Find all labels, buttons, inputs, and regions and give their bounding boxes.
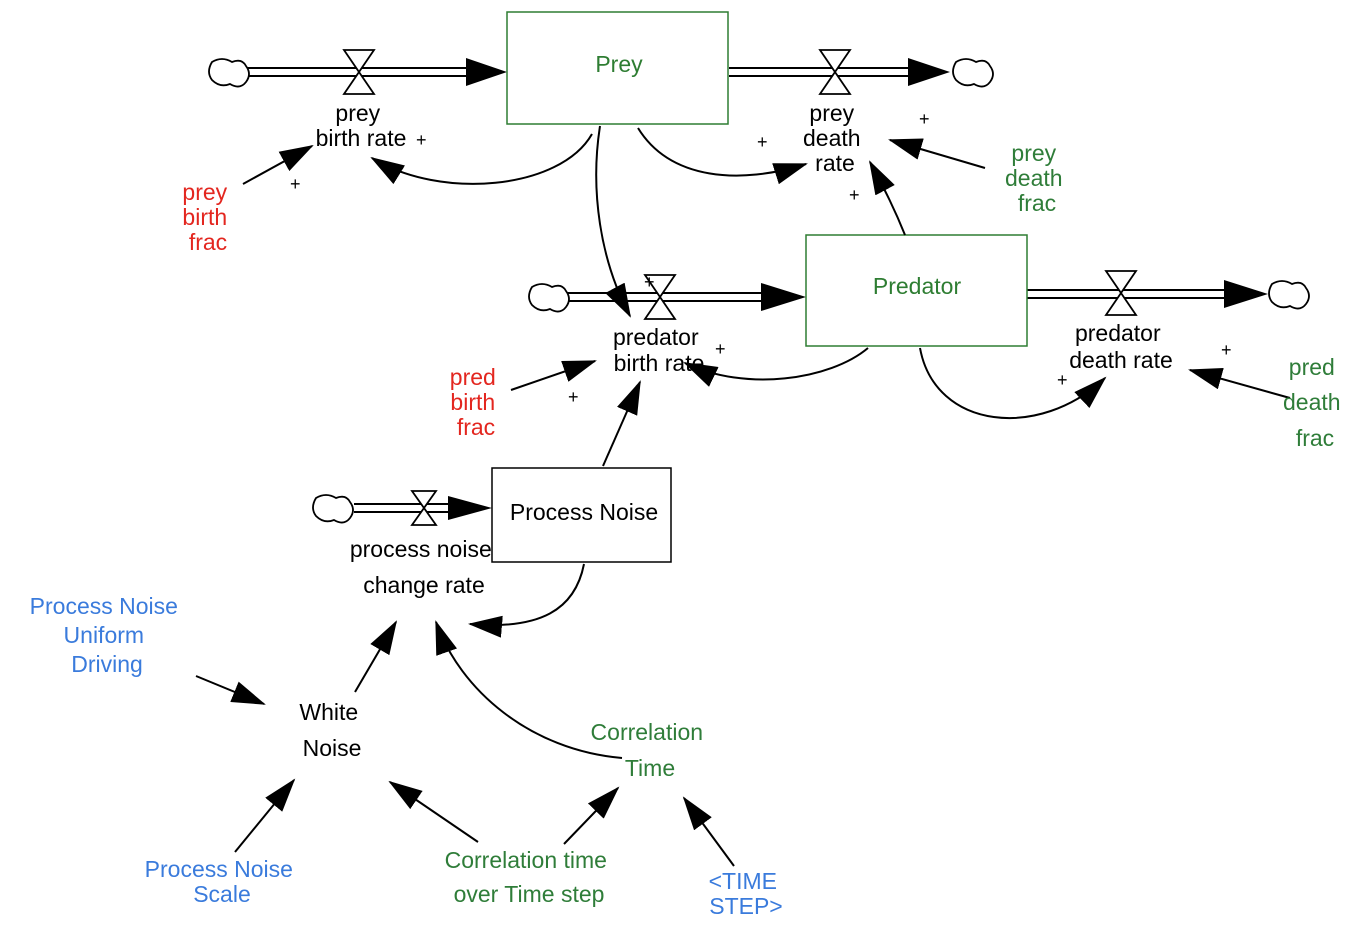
stock-predator[interactable]: Predator bbox=[805, 234, 1028, 347]
stock-process-noise-label: Process Noise bbox=[510, 499, 658, 525]
link-process-noise-to-predator-birth-rate bbox=[602, 380, 641, 467]
var-correlation-time-over-time-step[interactable]: Correlation time over Time step bbox=[445, 847, 614, 907]
polarity-plus: + bbox=[1057, 370, 1068, 390]
cloud-icon bbox=[208, 58, 250, 88]
polarity-plus: + bbox=[757, 132, 768, 152]
valve-icon bbox=[818, 49, 852, 95]
polarity-plus: + bbox=[919, 109, 930, 129]
valve-icon bbox=[410, 490, 438, 526]
prey-inflow-pipe bbox=[247, 58, 507, 86]
link-pred-death-frac-to-predator-death-rate bbox=[1188, 368, 1291, 399]
link-time-step-to-correlation-time bbox=[682, 796, 735, 867]
link-prey-to-prey-birth-rate bbox=[370, 133, 593, 185]
polarity-plus: + bbox=[290, 174, 301, 194]
link-scale-to-white-noise bbox=[234, 778, 296, 853]
flow-prey-birth-rate-label: prey birth rate bbox=[316, 100, 407, 151]
link-predator-to-prey-death-rate bbox=[869, 160, 906, 236]
flow-predator-birth-rate-label: predator birth rate bbox=[613, 324, 705, 376]
link-predator-to-predator-birth-rate bbox=[683, 347, 869, 387]
link-prey-to-predator-birth-rate bbox=[595, 125, 631, 318]
flow-prey-death-rate-label: prey death rate bbox=[803, 100, 867, 176]
predator-inflow-pipe bbox=[567, 283, 806, 311]
link-uniform-driving-to-white-noise bbox=[195, 675, 266, 705]
link-pred-birth-frac-to-predator-birth-rate bbox=[510, 360, 597, 391]
var-pred-birth-frac[interactable]: pred birth frac bbox=[450, 364, 502, 440]
cloud-icon bbox=[528, 283, 570, 313]
polarity-plus: + bbox=[568, 387, 579, 407]
prey-outflow-pipe bbox=[729, 58, 950, 86]
flow-process-noise-change-rate-label: process noise change rate bbox=[350, 536, 498, 598]
var-prey-birth-frac[interactable]: prey birth frac bbox=[182, 179, 233, 255]
polarity-plus: + bbox=[849, 185, 860, 205]
flow-predator-death-rate-label: predator death rate bbox=[1069, 320, 1173, 373]
predator-outflow-pipe bbox=[1027, 280, 1268, 308]
var-correlation-time[interactable]: Correlation Time bbox=[591, 719, 710, 781]
link-prey-birth-frac-to-prey-birth-rate bbox=[242, 145, 314, 185]
valve-icon bbox=[342, 49, 376, 95]
var-white-noise[interactable]: White Noise bbox=[299, 699, 364, 761]
link-ctots-to-correlation-time bbox=[563, 786, 620, 845]
var-process-noise-uniform-driving[interactable]: Process Noise Uniform Driving bbox=[30, 593, 185, 677]
var-time-step[interactable]: <TIME STEP> bbox=[709, 868, 784, 919]
link-process-noise-to-change-rate bbox=[468, 563, 585, 638]
stock-prey-label: Prey bbox=[595, 51, 643, 77]
process-noise-inflow-pipe bbox=[354, 496, 492, 520]
cloud-icon bbox=[1268, 280, 1310, 310]
link-correlation-time-to-change-rate bbox=[435, 620, 623, 759]
var-prey-death-frac[interactable]: prey death frac bbox=[1005, 140, 1069, 216]
link-prey-death-frac-to-prey-death-rate bbox=[888, 138, 986, 169]
polarity-plus: + bbox=[416, 130, 427, 150]
stock-process-noise[interactable]: Process Noise bbox=[491, 467, 672, 563]
link-predator-to-predator-death-rate bbox=[919, 347, 1107, 419]
var-pred-death-frac[interactable]: pred death frac bbox=[1283, 354, 1347, 451]
polarity-plus: + bbox=[715, 339, 726, 359]
var-process-noise-scale[interactable]: Process Noise Scale bbox=[145, 856, 300, 907]
valve-icon bbox=[643, 274, 677, 320]
stock-prey[interactable]: Prey bbox=[506, 11, 729, 125]
stock-predator-label: Predator bbox=[873, 273, 962, 299]
valve-icon bbox=[1104, 270, 1138, 316]
cloud-icon bbox=[952, 58, 994, 88]
polarity-plus: + bbox=[1221, 340, 1232, 360]
link-prey-to-prey-death-rate bbox=[637, 127, 808, 185]
polarity-plus: + bbox=[644, 272, 655, 292]
link-ctots-to-white-noise bbox=[388, 780, 479, 843]
cloud-icon bbox=[312, 494, 354, 524]
link-white-noise-to-change-rate bbox=[354, 620, 398, 693]
